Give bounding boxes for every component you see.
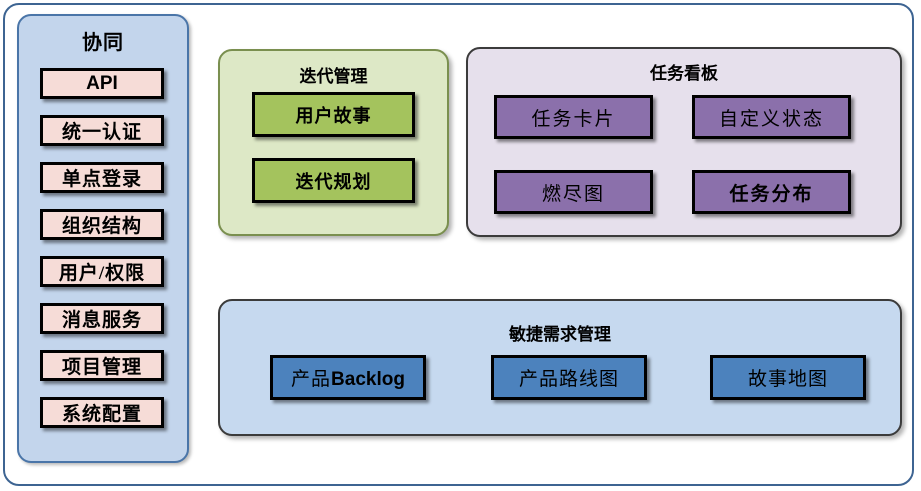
sidebar-card-project-management[interactable]: 项目管理 bbox=[40, 350, 164, 381]
card-task-card-label: 任务卡片 bbox=[531, 108, 616, 130]
card-custom-status-label: 自定义状态 bbox=[718, 108, 824, 130]
sidebar-card-api-label: API bbox=[86, 72, 118, 94]
card-task-distribution[interactable]: 任务分布 bbox=[692, 170, 851, 214]
sidebar-card-user-permission-label: 用户/权限 bbox=[58, 263, 146, 284]
sidebar-card-unified-auth[interactable]: 统一认证 bbox=[40, 115, 164, 146]
card-product-backlog[interactable]: 产品Backlog bbox=[270, 355, 426, 400]
sidebar-card-api[interactable]: API bbox=[40, 68, 164, 99]
card-product-roadmap-label: 产品路线图 bbox=[518, 369, 619, 390]
panel-agile-requirements-title: 敏捷需求管理 bbox=[509, 325, 611, 344]
card-product-backlog-label: 产品Backlog bbox=[291, 364, 405, 391]
card-custom-status[interactable]: 自定义状态 bbox=[692, 95, 851, 139]
card-iteration-planning[interactable]: 迭代规划 bbox=[252, 158, 415, 203]
card-burndown-chart-label: 燃尽图 bbox=[541, 183, 605, 205]
card-burndown-chart[interactable]: 燃尽图 bbox=[494, 170, 653, 214]
card-product-backlog-label-latin: Backlog bbox=[331, 369, 405, 390]
panel-task-board[interactable]: 任务看板 任务卡片 自定义状态 燃尽图 任务分布 bbox=[466, 47, 902, 237]
card-product-roadmap[interactable]: 产品路线图 bbox=[491, 355, 647, 400]
card-task-distribution-label: 任务分布 bbox=[729, 183, 814, 205]
card-task-card[interactable]: 任务卡片 bbox=[494, 95, 653, 139]
card-story-map[interactable]: 故事地图 bbox=[710, 355, 866, 400]
card-user-story[interactable]: 用户故事 bbox=[252, 92, 415, 137]
sidebar-card-message-service-label: 消息服务 bbox=[61, 310, 142, 331]
panel-task-board-title: 任务看板 bbox=[650, 64, 718, 83]
card-story-map-label: 故事地图 bbox=[747, 369, 828, 390]
sidebar-card-project-management-label: 项目管理 bbox=[61, 357, 142, 378]
card-iteration-planning-label: 迭代规划 bbox=[295, 171, 372, 192]
panel-iteration-management[interactable]: 迭代管理 用户故事 迭代规划 bbox=[218, 49, 449, 236]
sidebar-card-message-service[interactable]: 消息服务 bbox=[40, 303, 164, 334]
card-user-story-label: 用户故事 bbox=[295, 105, 372, 126]
sidebar-card-user-permission[interactable]: 用户/权限 bbox=[40, 256, 164, 287]
panel-collaboration-title: 协同 bbox=[82, 32, 124, 54]
sidebar-card-org-structure-label: 组织结构 bbox=[61, 216, 142, 237]
sidebar-card-sso[interactable]: 单点登录 bbox=[40, 162, 164, 193]
card-product-backlog-label-cjk: 产品 bbox=[291, 369, 332, 390]
sidebar-card-system-config[interactable]: 系统配置 bbox=[40, 397, 164, 428]
panel-collaboration[interactable]: 协同 API 统一认证 单点登录 组织结构 用户/权限 消息服务 项目管理 系统… bbox=[17, 14, 189, 463]
sidebar-card-sso-label: 单点登录 bbox=[61, 169, 142, 190]
sidebar-card-system-config-label: 系统配置 bbox=[61, 404, 142, 425]
sidebar-card-unified-auth-label: 统一认证 bbox=[61, 122, 142, 143]
sidebar-card-org-structure[interactable]: 组织结构 bbox=[40, 209, 164, 240]
panel-iteration-management-title: 迭代管理 bbox=[299, 67, 368, 86]
